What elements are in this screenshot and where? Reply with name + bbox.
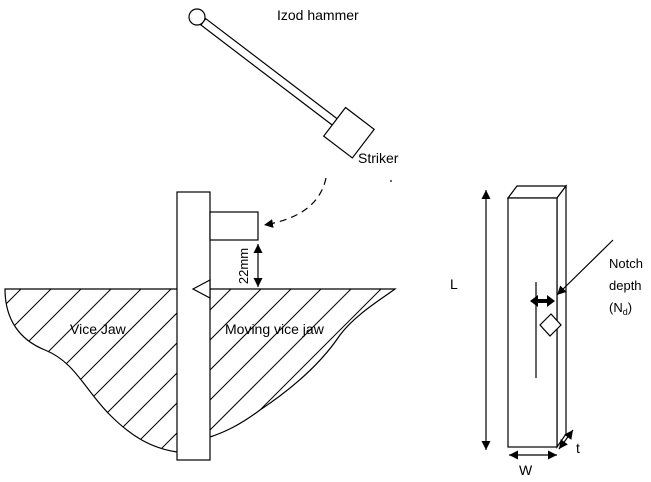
vice-jaw-label: Vice Jaw xyxy=(70,321,127,337)
thickness-dimension-arrow xyxy=(558,429,574,450)
notch-depth-label-line3: (Nd) xyxy=(609,300,632,317)
hatch-line xyxy=(139,289,177,452)
hatch-line xyxy=(5,289,31,452)
hatch-line xyxy=(229,289,395,437)
vice-jaw-outline xyxy=(4,288,178,453)
hammer-arm xyxy=(200,17,339,127)
notch-depth-symbol-open: (N xyxy=(609,300,623,315)
specimen-top-face xyxy=(506,185,568,199)
izod-hammer xyxy=(200,17,376,159)
specimen-side-face xyxy=(556,184,567,449)
notch-depth-leader-arrow xyxy=(556,239,614,296)
moving-vice-jaw-outline xyxy=(209,288,397,438)
moving-vice-jaw-label: Moving vice jaw xyxy=(225,321,325,337)
width-label: W xyxy=(519,462,533,478)
hatch-line xyxy=(289,289,395,437)
hatch-line xyxy=(210,289,391,437)
hatch-line xyxy=(109,289,177,452)
thickness-label: t xyxy=(576,440,580,456)
hatch-line xyxy=(210,289,361,437)
hatch-line xyxy=(210,289,271,437)
hatch-line xyxy=(210,289,331,437)
swing-path-arrow xyxy=(263,177,327,228)
hatch-line xyxy=(319,289,395,437)
notch-depth-subscript: d xyxy=(623,307,628,317)
gap-dimension-label: 22mm xyxy=(236,248,251,284)
hatch-line xyxy=(210,289,301,437)
hatch-line xyxy=(5,289,121,452)
clamped-specimen xyxy=(176,191,211,461)
striker-block xyxy=(209,211,259,241)
notch-depth-symbol-close: ) xyxy=(628,300,632,315)
hammer-head xyxy=(322,106,376,159)
hatch-line xyxy=(5,289,151,452)
striker-label: Striker xyxy=(358,150,399,166)
specimen-notch xyxy=(191,279,211,299)
notch-depth-arrow xyxy=(530,295,555,307)
hammer-label: Izod hammer xyxy=(277,7,359,23)
hatch-line xyxy=(5,289,177,452)
hammer-pivot xyxy=(188,8,206,26)
notch-depth-label-line1: Notch xyxy=(609,256,643,271)
hatch-line xyxy=(5,289,61,452)
length-label: L xyxy=(450,276,458,292)
hatch-line xyxy=(410,280,600,470)
hatch-line xyxy=(259,289,395,437)
v-notch xyxy=(539,313,562,337)
notch-depth-label-line2: depth xyxy=(609,278,642,293)
dot-mark xyxy=(390,180,392,182)
hatch-line xyxy=(5,289,91,452)
